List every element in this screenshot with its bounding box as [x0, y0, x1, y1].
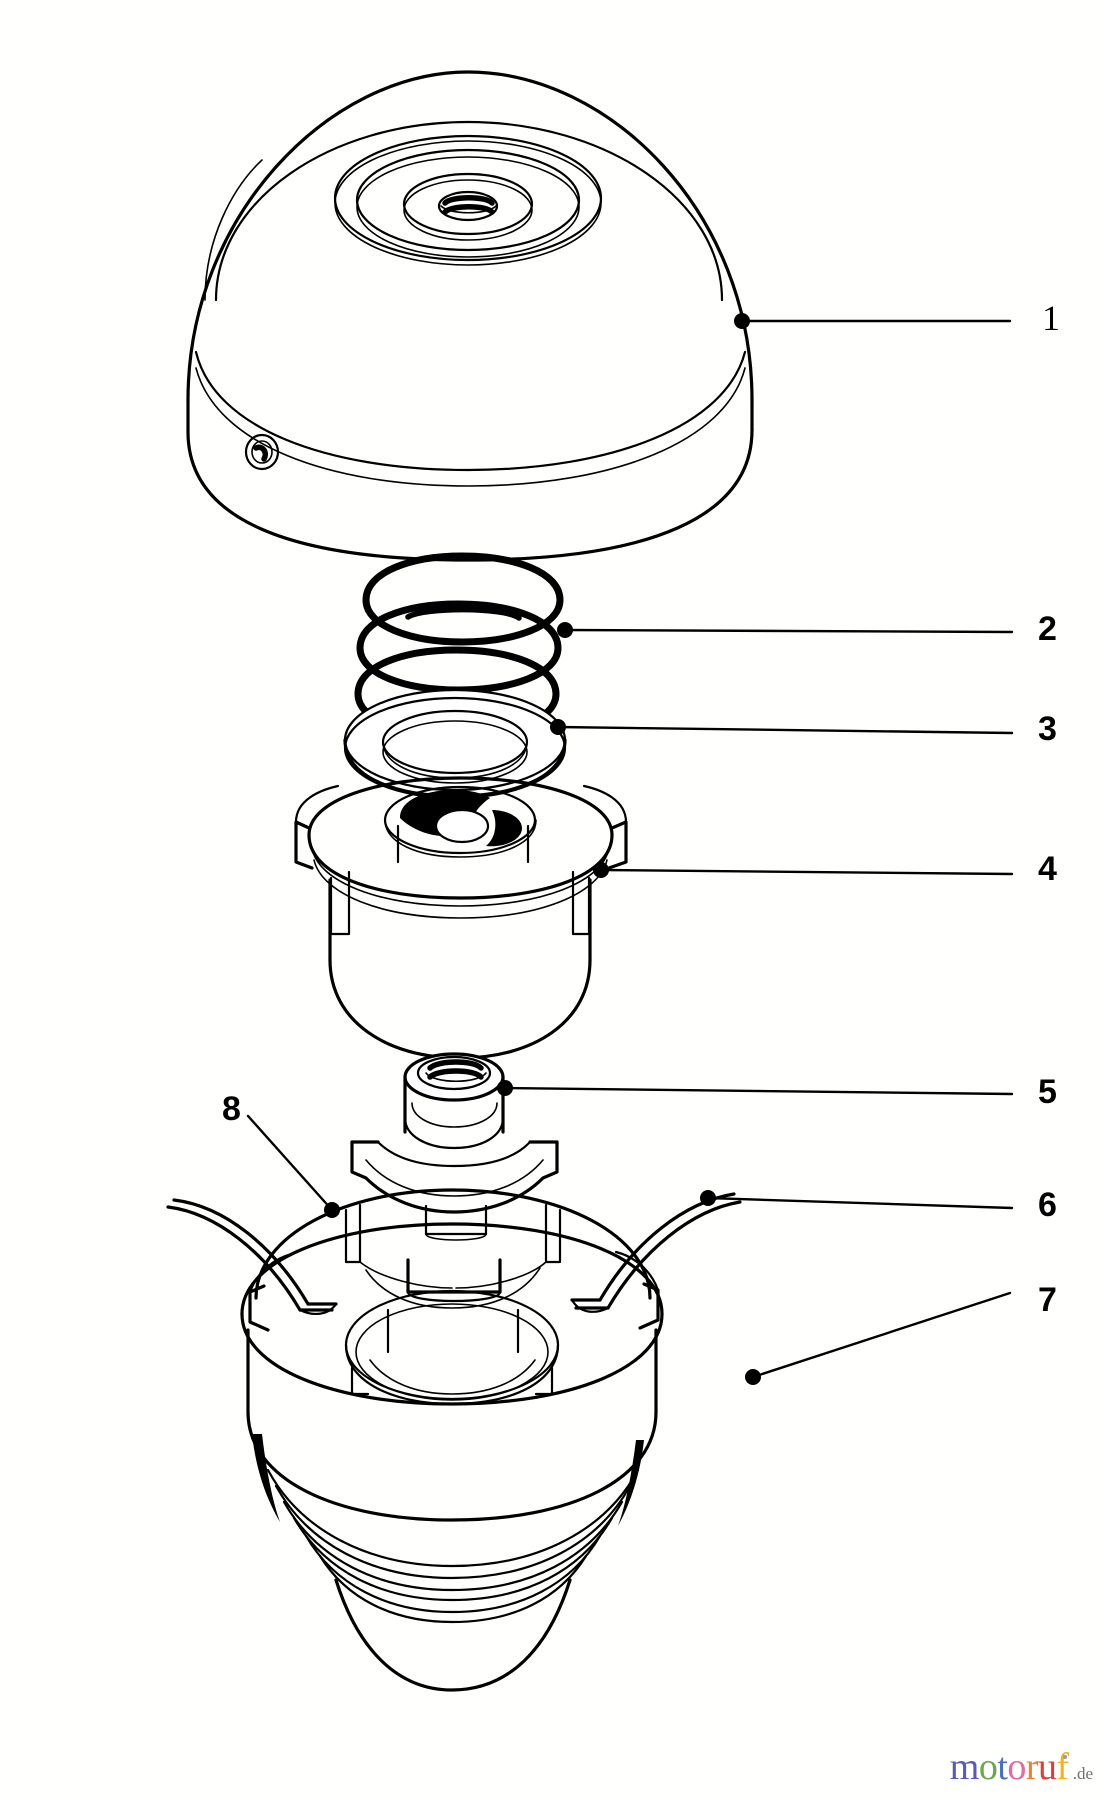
- watermark-letter-4: r: [1025, 1746, 1039, 1788]
- callout-8-number: 8: [222, 1090, 241, 1128]
- callout-8-leader-line: [246, 1114, 334, 1212]
- callout-3-leader: [550, 719, 1014, 735]
- callout-6-leader-dot: [700, 1190, 716, 1206]
- callout-5-leader-line: [503, 1086, 1014, 1096]
- callout-4-leader: [593, 862, 1014, 878]
- callout-6-leader-line: [706, 1196, 1014, 1210]
- callout-3-number: 3: [1038, 710, 1057, 748]
- callout-2-number: 2: [1038, 610, 1057, 648]
- part-lower-housing: [240, 1222, 664, 1692]
- motoruf-watermark: motoruf.de: [950, 1748, 1093, 1786]
- part-threaded-hub: [350, 1052, 559, 1241]
- callout-8-leader: [246, 1114, 340, 1218]
- watermark-letter-5: u: [1038, 1746, 1057, 1788]
- watermark-tick-dot: [1062, 1755, 1067, 1759]
- callout-7-leader-line: [751, 1291, 1012, 1379]
- watermark-letter-6: f: [1056, 1746, 1070, 1788]
- watermark-letter-1: o: [978, 1746, 998, 1788]
- callout-3-leader-line: [556, 725, 1014, 735]
- part-spring-seat-washer: [343, 688, 567, 800]
- watermark-letter-0: m: [949, 1746, 980, 1788]
- part-cover-cap: [186, 70, 754, 562]
- callout-7-number: 7: [1038, 1281, 1057, 1319]
- callout-6-leader: [700, 1190, 1014, 1210]
- callout-6-number: 6: [1038, 1186, 1057, 1224]
- callout-1-leader: [734, 313, 1012, 329]
- cap-screw-plug: [244, 433, 280, 471]
- callout-5-leader-dot: [497, 1080, 513, 1096]
- callout-5-leader: [497, 1080, 1014, 1096]
- callout-leader-lines: [246, 313, 1014, 1385]
- callout-5-number: 5: [1038, 1073, 1057, 1111]
- center-hole: [437, 190, 499, 222]
- watermark-letter-2: t: [997, 1746, 1008, 1788]
- callout-1-number: 1: [1042, 298, 1060, 338]
- callout-4-leader-line: [599, 868, 1014, 876]
- callout-2-leader-dot: [557, 622, 573, 638]
- washer-outer: [343, 688, 567, 792]
- part-cutting-line: [166, 1192, 742, 1332]
- callout-8-leader-dot: [324, 1202, 340, 1218]
- boss-ring-inner: [402, 172, 534, 236]
- watermark-letter-3: o: [1007, 1746, 1026, 1788]
- callout-3-leader-dot: [550, 719, 566, 735]
- part-inner-spool: [294, 776, 628, 1060]
- boss-ring-mid: [355, 148, 581, 252]
- callout-7-leader: [745, 1291, 1012, 1385]
- callout-4-number: 4: [1038, 850, 1057, 888]
- callout-4-leader-dot: [593, 862, 609, 878]
- callout-2-leader: [557, 622, 1014, 638]
- callout-7-leader-dot: [745, 1369, 761, 1385]
- watermark-letters: motoruf: [950, 1746, 1073, 1788]
- part-line-retainer-plate: [254, 1188, 652, 1309]
- callout-1-leader-dot: [734, 313, 750, 329]
- callout-2-leader-line: [563, 628, 1014, 634]
- watermark-suffix: .de: [1072, 1764, 1093, 1783]
